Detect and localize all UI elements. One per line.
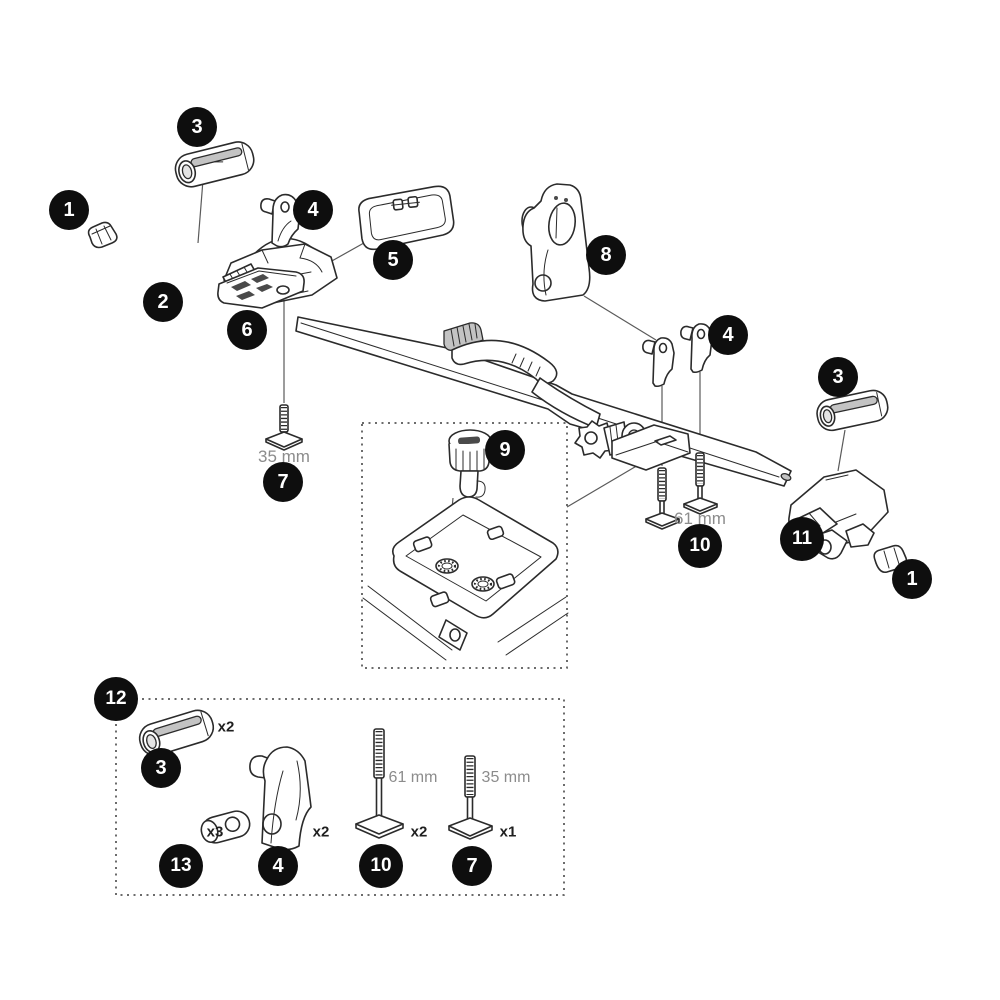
part-3-pad-right bbox=[816, 389, 889, 432]
part-6-plate bbox=[217, 267, 305, 309]
callout-4-left: 4 bbox=[293, 190, 333, 230]
kit-bolt-7 bbox=[448, 755, 493, 840]
qty-pad: x2 bbox=[217, 718, 235, 736]
callout-13-kit: 13 bbox=[159, 844, 203, 888]
part-5-frame bbox=[358, 185, 455, 251]
bolt-10-main-right bbox=[683, 452, 718, 515]
qty-bolt-short: x1 bbox=[499, 823, 517, 841]
kit-part-4-jaw bbox=[249, 746, 312, 851]
dimension-61mm-main: 61 mm bbox=[674, 509, 726, 528]
callout-6: 6 bbox=[227, 310, 267, 350]
callout-10-main: 10 bbox=[678, 524, 722, 568]
callout-3-kit: 3 bbox=[141, 748, 181, 788]
knob-assembly bbox=[574, 420, 691, 471]
mount-plate-underside bbox=[362, 496, 569, 661]
callout-4-kit: 4 bbox=[258, 846, 298, 886]
callout-3-left: 3 bbox=[177, 107, 217, 147]
callout-3-right: 3 bbox=[818, 357, 858, 397]
callout-4-right: 4 bbox=[708, 315, 748, 355]
part-1-clip-left bbox=[87, 221, 118, 249]
qty-jaw: x2 bbox=[312, 823, 330, 841]
callout-1-right: 1 bbox=[892, 559, 932, 599]
callout-10-kit: 10 bbox=[359, 844, 403, 888]
bolt-7-main bbox=[265, 404, 303, 451]
dimension-35mm-main: 35 mm bbox=[258, 447, 310, 466]
qty-bolt-long: x2 bbox=[410, 823, 428, 841]
callout-11: 11 bbox=[780, 517, 824, 561]
part-9-lock-cylinder bbox=[448, 429, 492, 498]
callout-12-kit: 12 bbox=[94, 677, 138, 721]
dimension-61mm-kit: 61 mm bbox=[388, 769, 438, 786]
callout-7-main: 7 bbox=[263, 462, 303, 502]
part-8-arm bbox=[521, 183, 591, 302]
callout-2: 2 bbox=[143, 282, 183, 322]
part-4-jaw-right-a bbox=[642, 337, 675, 388]
callout-1-left: 1 bbox=[49, 190, 89, 230]
callout-8: 8 bbox=[586, 235, 626, 275]
dimension-35mm-kit: 35 mm bbox=[481, 769, 531, 786]
part-3-pad-left bbox=[174, 141, 255, 188]
qty-spacer: x3 bbox=[206, 823, 224, 841]
lock-detail-box bbox=[361, 422, 568, 669]
bolt-10-main-left bbox=[645, 467, 680, 530]
callout-9: 9 bbox=[485, 430, 525, 470]
callout-5: 5 bbox=[373, 240, 413, 280]
kit-bolt-10 bbox=[355, 728, 404, 839]
kit-box bbox=[115, 698, 565, 896]
kit-part-13-spacer bbox=[200, 810, 251, 844]
callout-7-kit: 7 bbox=[452, 846, 492, 886]
kit-part-3-pad bbox=[138, 709, 215, 757]
